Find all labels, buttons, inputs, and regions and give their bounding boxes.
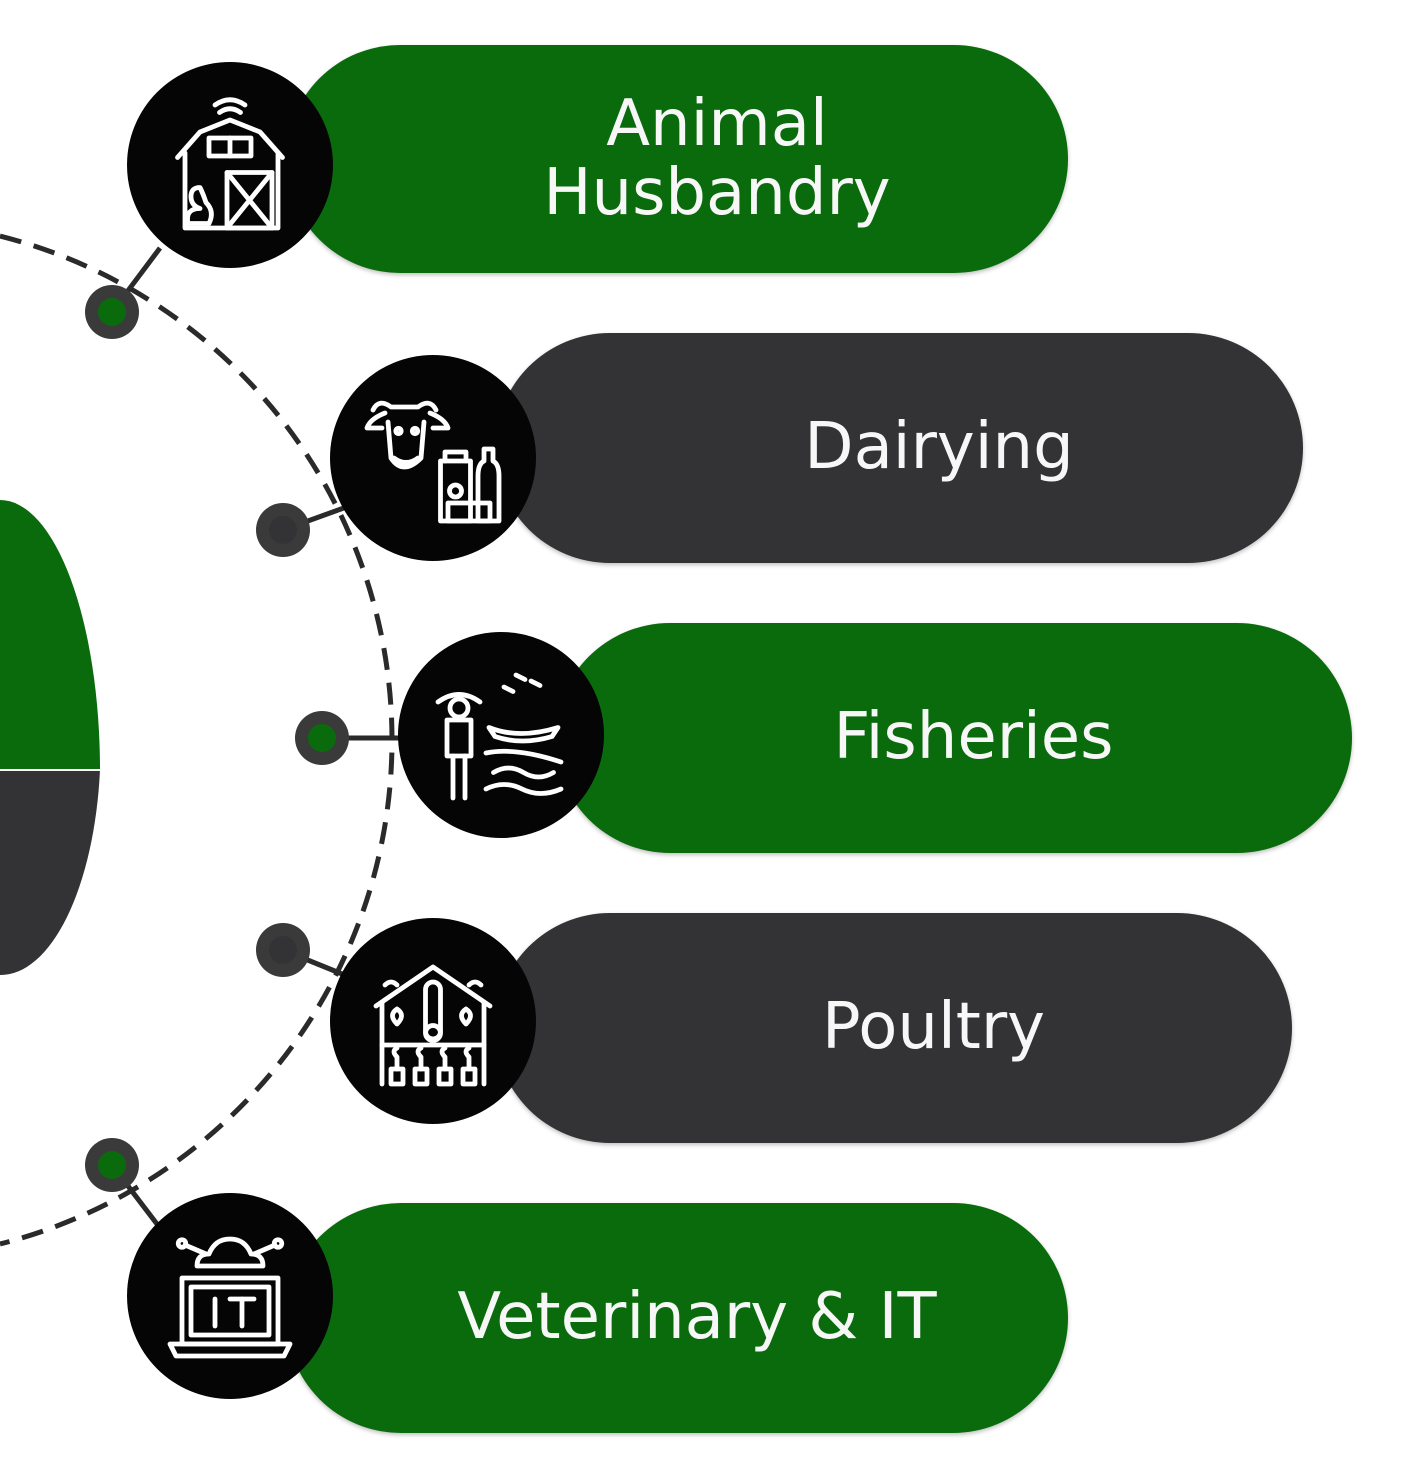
laptop-it-icon (127, 1193, 333, 1399)
node-5 (85, 1138, 162, 1230)
barn-icon (127, 62, 333, 268)
pill-dairying: Dairying (495, 333, 1303, 563)
cow-milk-icon (330, 355, 536, 561)
node-3 (295, 711, 405, 765)
pill-veterinary-it: Veterinary & IT (286, 1203, 1068, 1433)
node-1 (85, 246, 162, 339)
fisherman-icon (398, 632, 604, 838)
donut-lower-half (0, 770, 100, 976)
node-2 (256, 502, 353, 557)
dashed-arc (0, 233, 395, 1247)
donut-chart (0, 500, 100, 976)
pill-poultry: Poultry (495, 913, 1292, 1143)
label-animal-husbandry: Animal Husbandry (543, 86, 891, 230)
node-4 (256, 923, 353, 981)
pill-animal-husbandry: Animal Husbandry (286, 45, 1068, 273)
label-dairying: Dairying (804, 410, 1074, 485)
label-poultry: Poultry (821, 990, 1046, 1065)
donut-upper-half (0, 500, 100, 770)
label-fisheries: Fisheries (833, 700, 1114, 775)
label-veterinary-it: Veterinary & IT (457, 1280, 937, 1355)
greenhouse-icon (330, 918, 536, 1124)
pill-fisheries: Fisheries (555, 623, 1352, 853)
